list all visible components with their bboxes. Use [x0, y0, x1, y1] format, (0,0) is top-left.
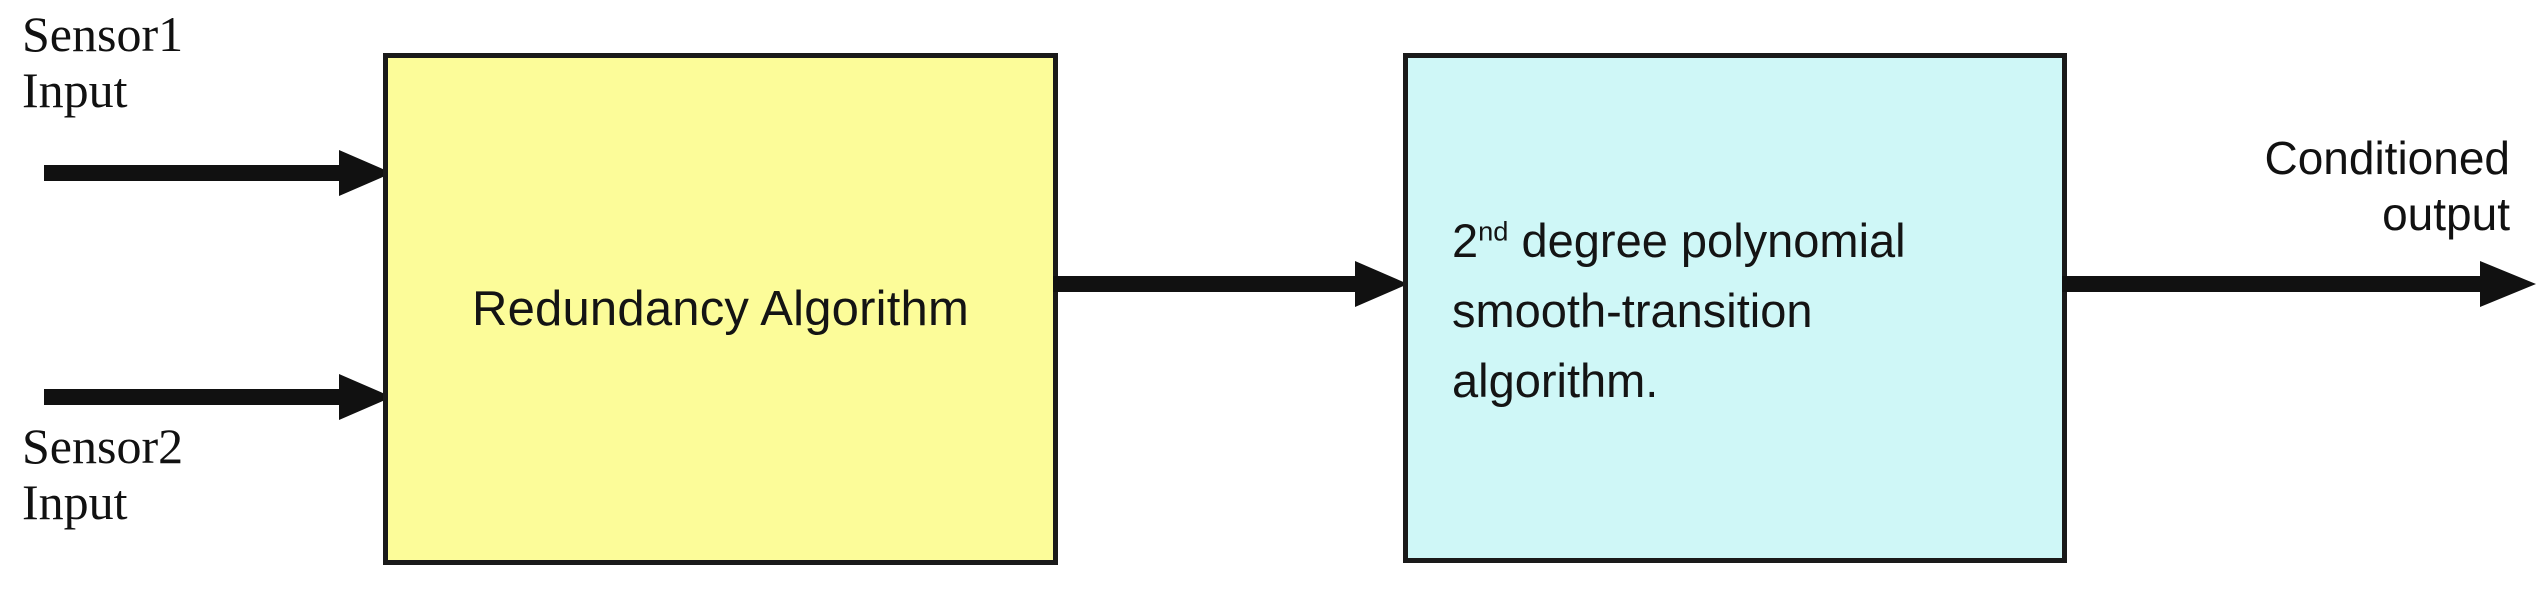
block-redundancy-algorithm-label: Redundancy Algorithm — [471, 282, 969, 336]
block-polynomial-smooth-transition-label: 2nd degree polynomial smooth-transition … — [1452, 206, 1906, 416]
polynomial-label-rest: degree polynomial smooth-transition algo… — [1452, 214, 1906, 407]
redundancy-to-polynomial-arrow — [1053, 261, 1408, 307]
polynomial-to-output-arrow — [2062, 261, 2536, 307]
block-polynomial-smooth-transition: 2nd degree polynomial smooth-transition … — [1403, 53, 2067, 563]
sensor1-to-redundancy-arrow — [44, 150, 392, 196]
polynomial-label-prefix: 2 — [1452, 214, 1479, 267]
block-redundancy-algorithm: Redundancy Algorithm — [383, 53, 1058, 565]
sensor2-to-redundancy-arrow — [44, 374, 392, 420]
polynomial-label-superscript: nd — [1478, 215, 1509, 247]
sensor2-input-label: Sensor2 Input — [22, 418, 184, 530]
conditioned-output-label: Conditioned output — [2264, 132, 2510, 240]
sensor1-input-label: Sensor1 Input — [22, 6, 184, 118]
